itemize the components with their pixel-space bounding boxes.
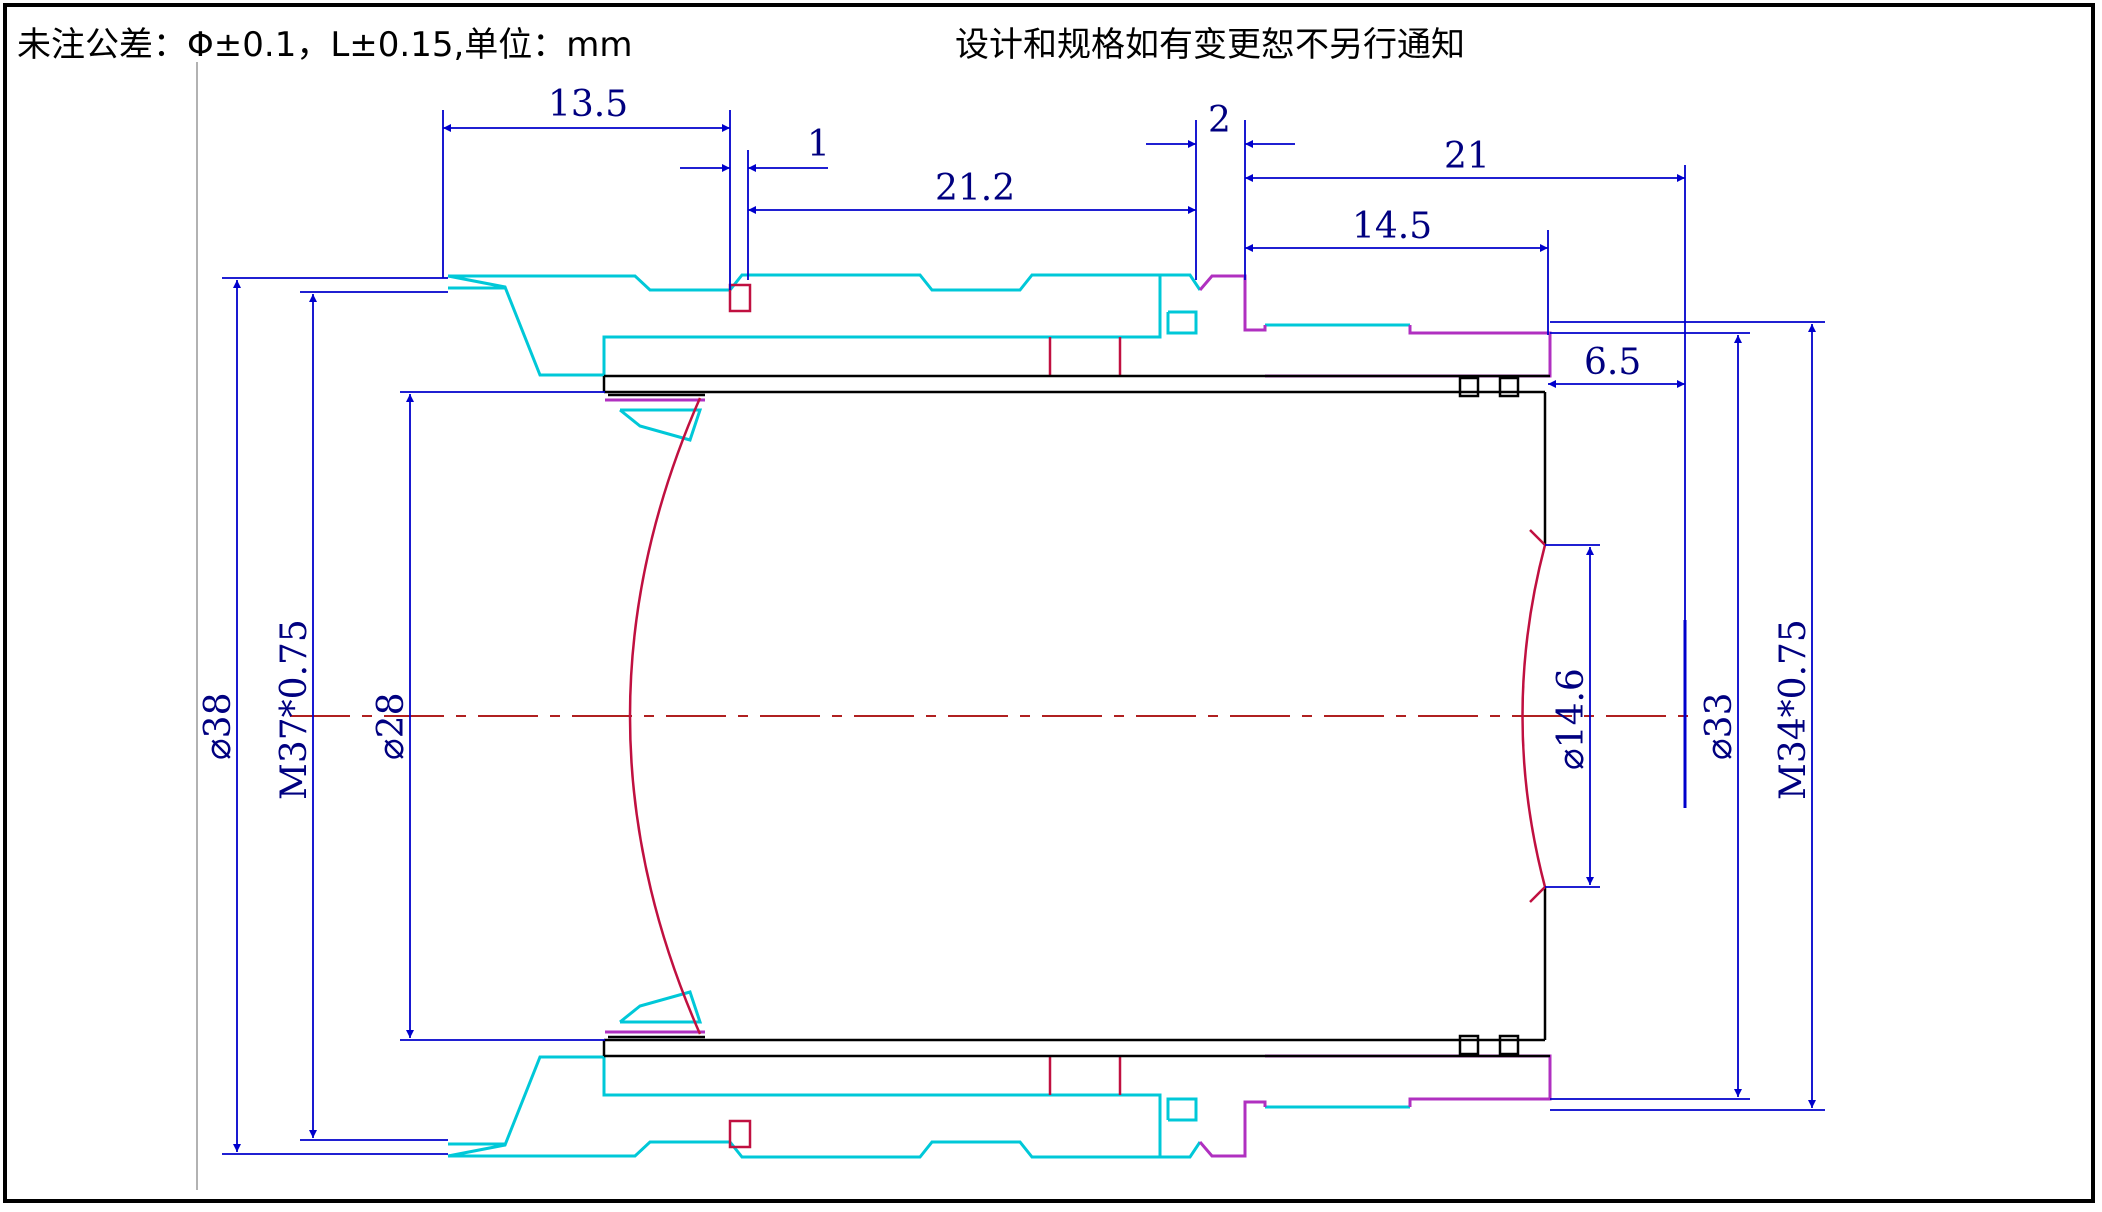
dim-phi28: ⌀28 bbox=[371, 693, 412, 760]
retaining-marks bbox=[728, 283, 1122, 1149]
header: 未注公差：Φ±0.1，L±0.15,单位：mm 设计和规格如有变更恕不另行通知 bbox=[17, 13, 2081, 65]
dim-2: 2 bbox=[1208, 100, 1231, 141]
tolerance-note: 未注公差：Φ±0.1，L±0.15,单位：mm bbox=[17, 25, 633, 65]
dim-14-5: 14.5 bbox=[1352, 206, 1432, 247]
dim-m34: M34*0.75 bbox=[1773, 619, 1814, 800]
dim-m37: M37*0.75 bbox=[274, 619, 315, 800]
change-notice: 设计和规格如有变更恕不另行通知 bbox=[955, 25, 1465, 65]
dim-13-5: 13.5 bbox=[548, 84, 628, 125]
dim-phi33: ⌀33 bbox=[1699, 693, 1740, 760]
dim-21: 21 bbox=[1444, 136, 1490, 177]
dim-6-5: 6.5 bbox=[1584, 342, 1641, 383]
barrel-body bbox=[602, 374, 1550, 1058]
drawing-frame: 未注公差：Φ±0.1，L±0.15,单位：mm 设计和规格如有变更恕不另行通知 bbox=[3, 3, 2095, 1203]
dim-phi14-6: ⌀14.6 bbox=[1551, 668, 1592, 770]
dim-21-2: 21.2 bbox=[935, 168, 1015, 209]
dim-1: 1 bbox=[807, 124, 830, 165]
dim-phi38: ⌀38 bbox=[198, 693, 239, 760]
dimension-labels: 13.5 1 21.2 2 21 14.5 6.5 ⌀38 M37*0.75 ⌀… bbox=[198, 84, 1814, 800]
dimension-lines bbox=[222, 110, 1825, 1155]
lens-elements bbox=[628, 397, 1547, 1035]
